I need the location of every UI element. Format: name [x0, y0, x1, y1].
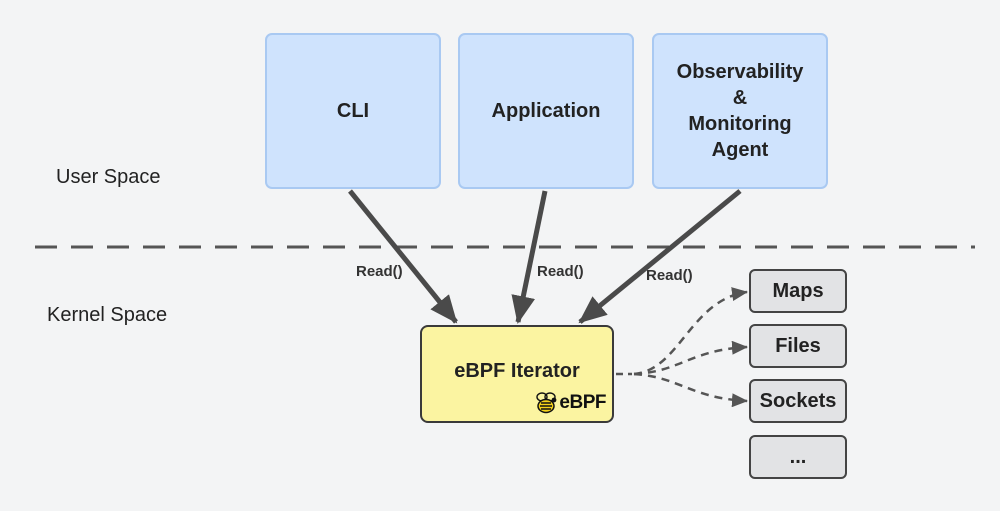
application-box-label: Application	[491, 100, 601, 122]
read-label-cli: Read()	[356, 263, 403, 280]
ebpf-logo-text: eBPF	[559, 392, 606, 413]
arrow-application-to-iterator	[511, 190, 548, 324]
files-box: Files	[749, 324, 847, 368]
ebpf-bee-icon	[536, 392, 557, 414]
sockets-box-label: Sockets	[759, 389, 837, 412]
more-resources-box: ...	[749, 435, 847, 479]
application-box: Application	[458, 33, 634, 189]
cli-box: CLI	[265, 33, 441, 189]
read-label-agent: Read()	[646, 267, 693, 284]
dashed-arrow-to-sockets	[633, 372, 748, 408]
arrow-cli-to-iterator	[348, 189, 458, 324]
maps-box-label: Maps	[772, 279, 824, 302]
user-space-label: User Space	[56, 166, 161, 188]
dashed-arrow-to-files	[633, 340, 748, 376]
ebpf-logo: eBPF	[533, 391, 606, 415]
dashed-arrow-to-maps	[633, 287, 748, 376]
ebpf-iterator-title: eBPF Iterator	[454, 360, 580, 382]
sockets-box: Sockets	[749, 379, 847, 423]
cli-box-label: CLI	[336, 100, 370, 122]
arrow-agent-to-iterator	[578, 189, 742, 324]
kernel-space-label: Kernel Space	[47, 304, 168, 326]
more-resources-box-label: ...	[789, 445, 807, 468]
observability-agent-box-label: Observability & Monitoring Agent	[676, 61, 804, 161]
observability-agent-box: Observability & Monitoring Agent	[652, 33, 828, 189]
ebpf-iterator-box: eBPF Iterator eBPF	[420, 325, 614, 423]
files-box-label: Files	[775, 334, 821, 357]
read-label-application: Read()	[537, 263, 584, 280]
maps-box: Maps	[749, 269, 847, 313]
